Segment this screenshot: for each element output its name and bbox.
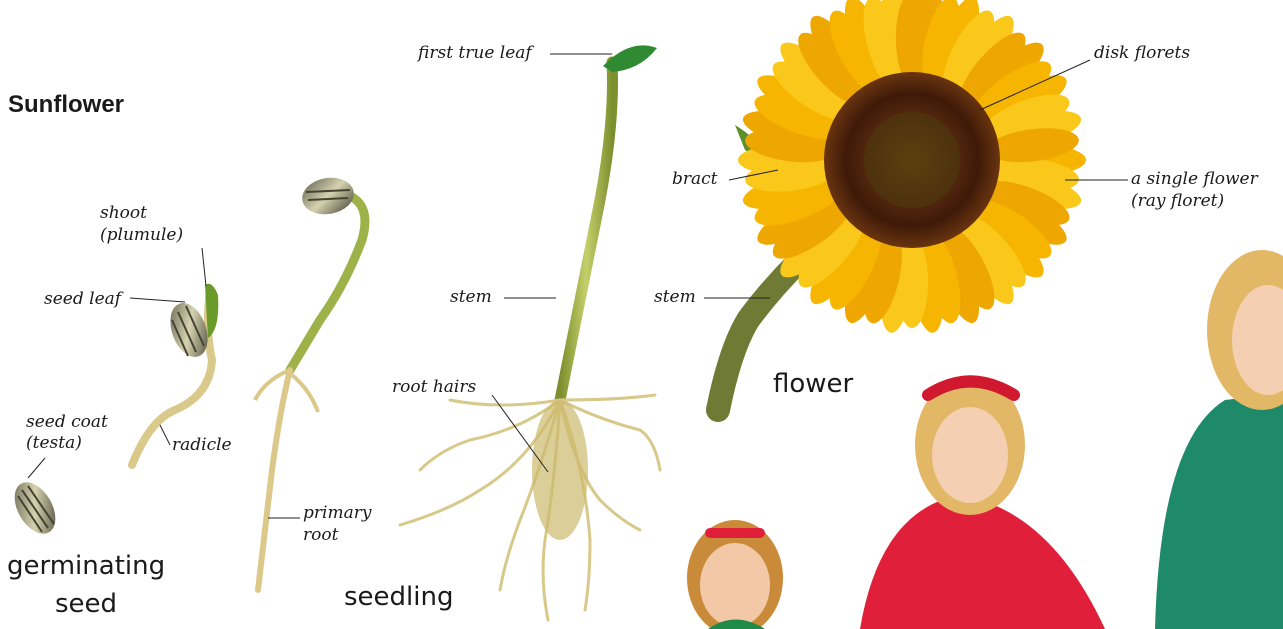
leader-seed-leaf — [130, 298, 185, 302]
label-first-true-leaf: first true leaf — [416, 43, 534, 63]
caption-seedling: seedling — [344, 582, 453, 612]
label-seed-leaf: seed leaf — [44, 289, 124, 309]
seedling-illustration — [400, 45, 660, 620]
caption-seed: seed — [55, 589, 117, 619]
label-single-flower: a single flower — [1131, 169, 1259, 189]
label-plumule: (plumule) — [100, 225, 183, 245]
leader-seed-coat — [28, 458, 45, 478]
leader-radicle — [160, 425, 170, 445]
diagram-title: Sunflower — [8, 91, 124, 118]
label-testa: (testa) — [26, 433, 82, 453]
label-root: root — [303, 525, 339, 545]
label-seed-coat: seed coat — [26, 412, 108, 432]
label-disk-florets: disk florets — [1094, 43, 1190, 63]
small-child-illustration — [687, 520, 783, 629]
loose-seed-illustration — [6, 475, 63, 540]
woman-illustration — [1155, 250, 1283, 629]
label-shoot: shoot — [100, 203, 147, 223]
label-primary: primary — [303, 503, 372, 523]
label-radicle: radicle — [172, 435, 232, 455]
label-stem-flower: stem — [654, 287, 696, 307]
label-root-hairs: root hairs — [392, 377, 476, 397]
girl-illustration — [860, 375, 1105, 629]
caption-germinating: germinating — [7, 551, 165, 581]
label-bract: bract — [672, 169, 718, 189]
leader-shoot — [202, 248, 206, 286]
sunflower-head-illustration — [718, 0, 1086, 410]
caption-flower: flower — [773, 369, 854, 399]
label-ray-floret: (ray floret) — [1131, 191, 1224, 211]
label-stem-seedling: stem — [450, 287, 492, 307]
